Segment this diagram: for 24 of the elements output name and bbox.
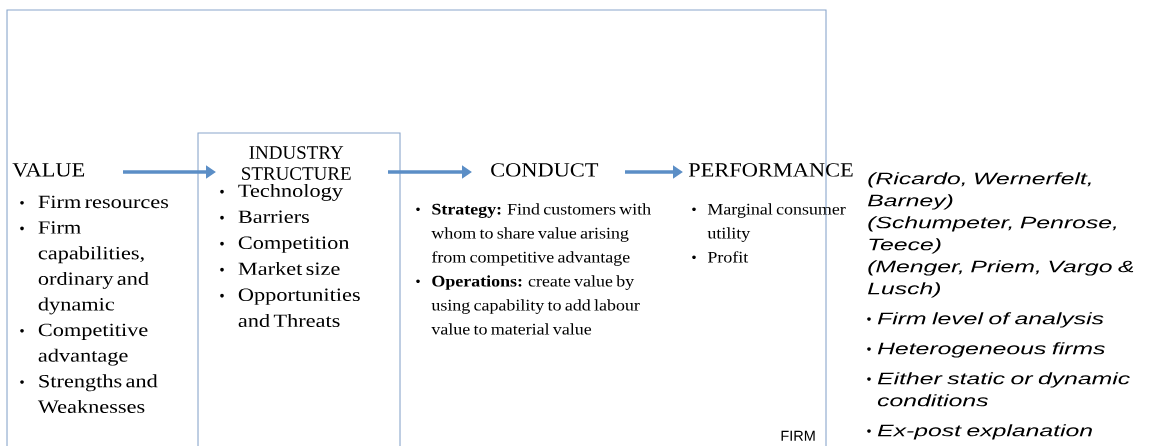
citation-note: (Schumpeter, Penrose, Teece) xyxy=(868,216,1117,254)
bullet-text: Operations: create value by using capability to add labour value to material value xyxy=(431,275,640,335)
citation-note: (Ricardo, Wernerfelt, Barney) xyxy=(867,172,1091,210)
frame-label: FIRM xyxy=(781,430,815,441)
bullet-text: Competitive advantage xyxy=(38,323,148,366)
bullet-text: Heterogeneous firms xyxy=(877,342,1105,358)
bullet-text: Firm resources xyxy=(38,195,169,209)
bullet-text: Opportunities and Threats xyxy=(238,288,360,328)
bullet-text: Marginal consumer utility xyxy=(707,203,846,242)
bullet-text: Either static or dynamic conditions xyxy=(877,372,1130,407)
bullet-text: Competition xyxy=(238,236,350,253)
bullet-text: Technology xyxy=(238,183,343,201)
heading: VALUE xyxy=(12,163,85,177)
bullet-text: Strengths and Weaknesses xyxy=(37,374,158,414)
bullet-text: Market size xyxy=(238,261,340,276)
bullet-text: Firm capabilities, ordinary and dynamic xyxy=(38,221,149,315)
heading: INDUSTRY STRUCTURE xyxy=(242,146,351,180)
heading: CONDUCT xyxy=(491,163,599,177)
bullet-text: Profit xyxy=(707,251,749,263)
bullet-text: Ex-post explanation xyxy=(877,424,1092,440)
citation-note: (Menger, Priem, Vargo & Lusch) xyxy=(867,260,1134,298)
bullet-text: Barriers xyxy=(238,210,309,224)
heading: PERFORMANCE xyxy=(688,163,853,177)
bullet-text: Firm level of analysis xyxy=(877,312,1104,328)
